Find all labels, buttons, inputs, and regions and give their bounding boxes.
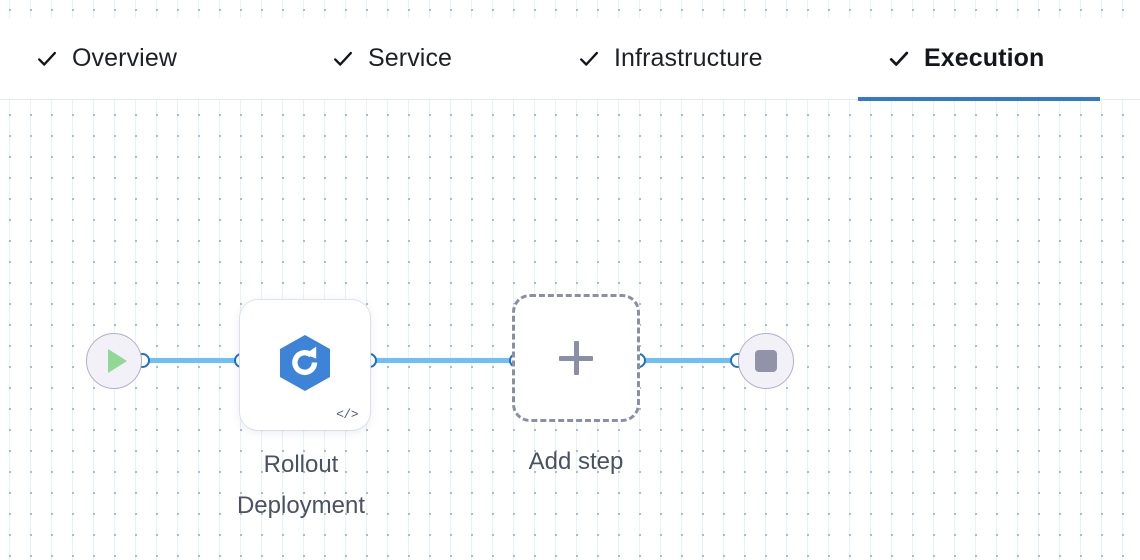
- tab-execution[interactable]: Execution: [858, 18, 1100, 101]
- code-icon[interactable]: </>: [336, 407, 358, 422]
- play-icon: [107, 349, 127, 373]
- check-icon: [578, 48, 600, 70]
- tab-service-label: Service: [368, 44, 453, 72]
- edge-addstep-to-end[interactable]: [638, 358, 738, 363]
- tab-overview[interactable]: Overview: [36, 18, 177, 100]
- end-node[interactable]: [738, 333, 794, 389]
- start-node[interactable]: [86, 333, 142, 389]
- tab-infrastructure-label: Infrastructure: [614, 44, 763, 72]
- pipeline-setup-tabbar: Overview Service Infrastructure: [0, 18, 1140, 101]
- check-icon: [36, 48, 58, 70]
- tab-service-underline: [332, 97, 452, 101]
- rollout-deployment-icon: [278, 334, 332, 397]
- edge-rollout-to-addstep[interactable]: [369, 358, 517, 363]
- tab-infrastructure-underline: [578, 97, 763, 101]
- stop-icon: [755, 350, 777, 372]
- tab-service[interactable]: Service: [332, 18, 452, 100]
- execution-flow-graph: </> Rollout Deployment Add step: [0, 100, 1140, 560]
- rollout-deployment-step-label: Rollout Deployment: [236, 451, 366, 520]
- add-step-node-label: Add step: [528, 448, 624, 475]
- tab-overview-underline: [36, 97, 177, 101]
- check-icon: [332, 48, 354, 70]
- tab-infrastructure[interactable]: Infrastructure: [578, 18, 763, 100]
- edge-start-to-rollout[interactable]: [142, 358, 242, 363]
- plus-icon-vertical: [573, 341, 579, 375]
- tab-execution-label: Execution: [924, 44, 1045, 72]
- rollout-deployment-step[interactable]: </>: [240, 300, 370, 430]
- add-step-node[interactable]: [512, 294, 640, 422]
- check-icon: [888, 48, 910, 70]
- tab-execution-underline: [858, 96, 1100, 101]
- tab-overview-label: Overview: [72, 44, 177, 72]
